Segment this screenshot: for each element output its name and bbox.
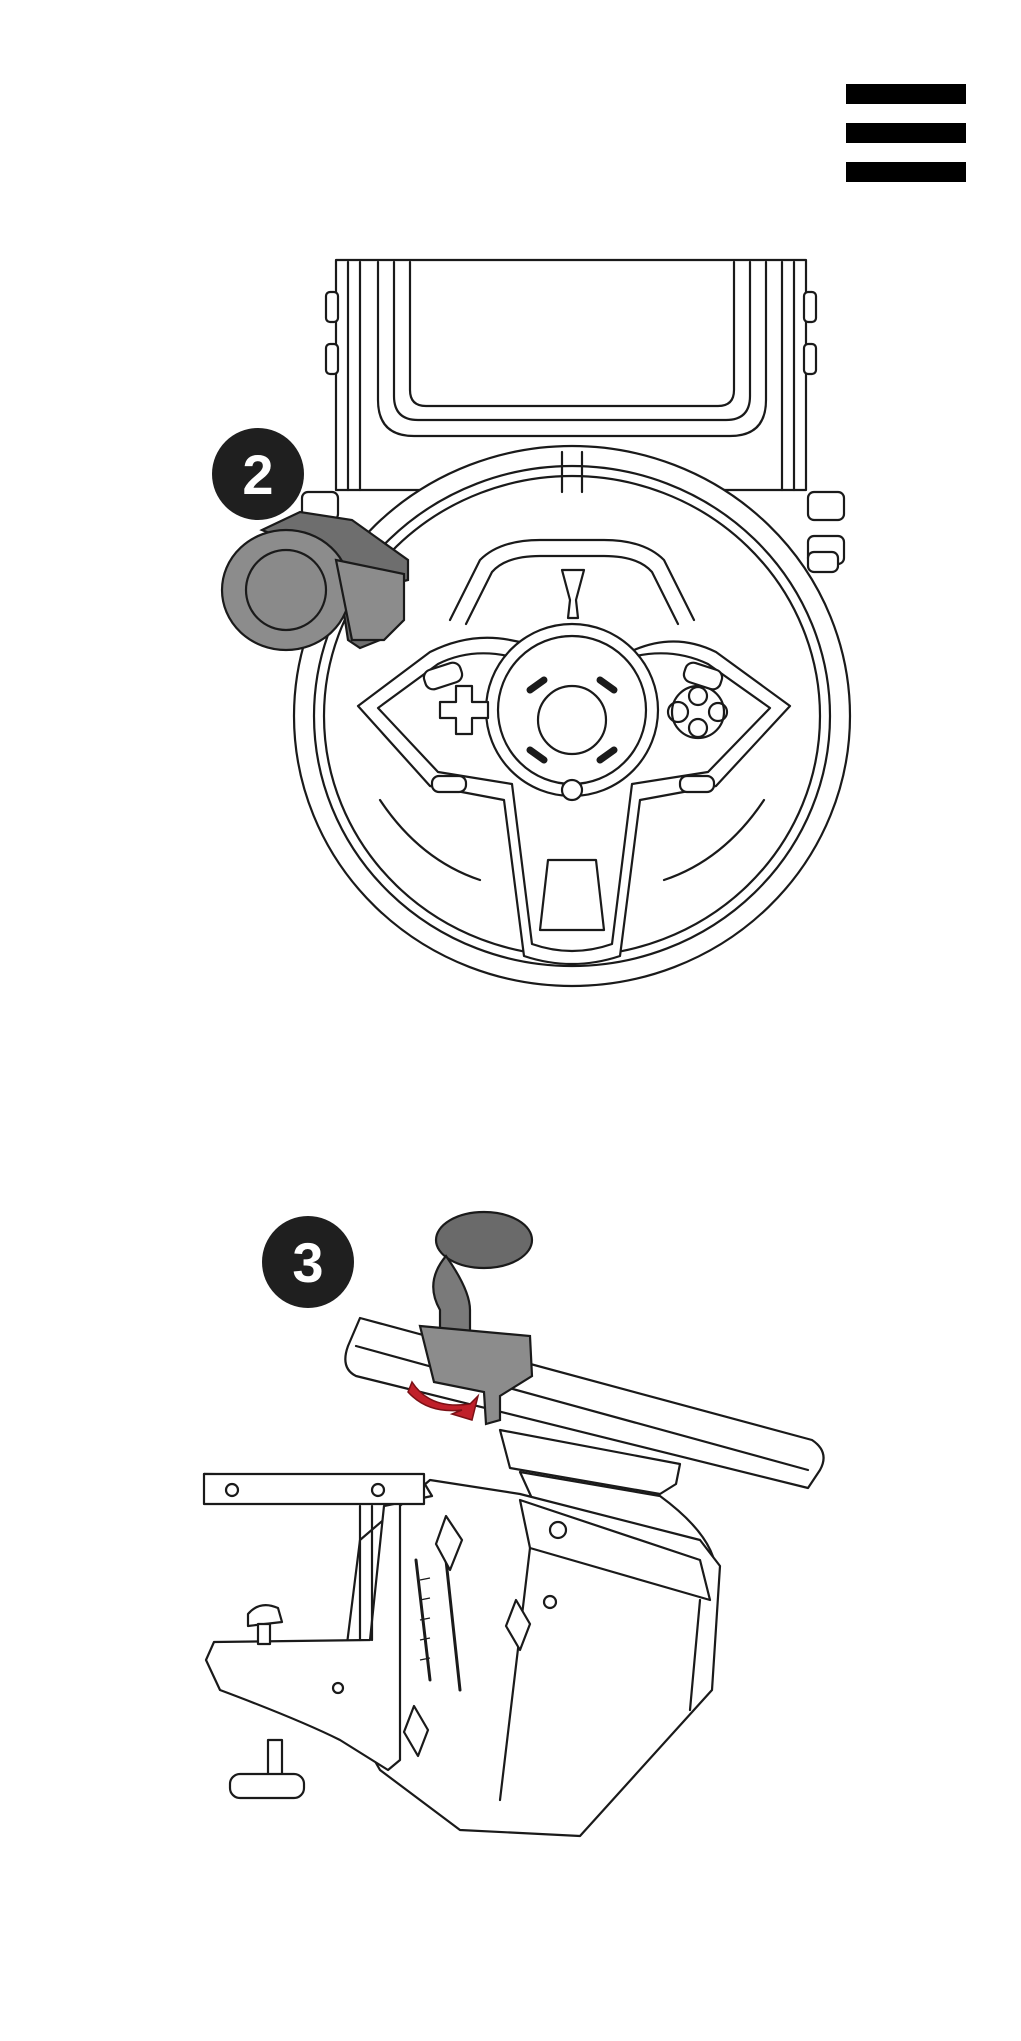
shifter-mount-illustration bbox=[0, 0, 1021, 2041]
